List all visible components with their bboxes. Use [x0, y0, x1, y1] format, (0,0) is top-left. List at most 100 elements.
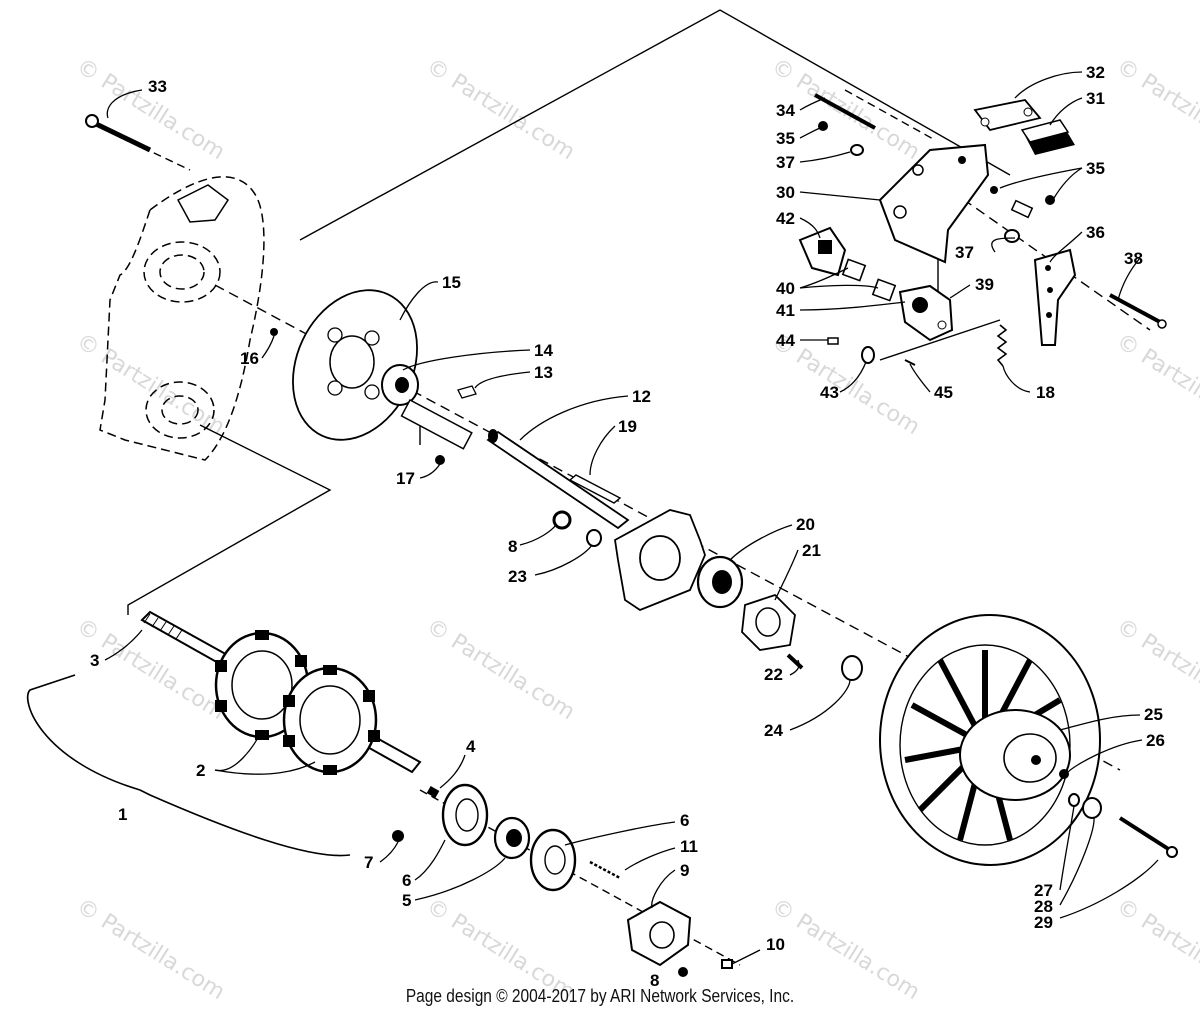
callout-23: 23: [508, 567, 527, 586]
callout-20: 20: [796, 515, 815, 534]
callout-6: 6: [680, 811, 689, 830]
bearing-5: [493, 816, 531, 860]
bearing-housing-9: [626, 900, 692, 967]
callout-35: 35: [776, 129, 795, 148]
callout-7: 7: [364, 853, 373, 872]
nut-35: [818, 121, 828, 131]
pin-44: [827, 337, 839, 345]
bearing-20: [696, 555, 744, 609]
callout-3: 3: [90, 651, 99, 670]
spacer: [1010, 199, 1034, 219]
callout-labels: 33 32 31 34 35 37 30 35 42 36 37 38 40 3…: [90, 63, 1165, 990]
callout-43: 43: [820, 383, 839, 402]
bolt-22: [786, 653, 804, 670]
callout-21: 21: [802, 541, 821, 560]
callout-45: 45: [934, 383, 953, 402]
spacer-37-lower: [1004, 229, 1020, 243]
watermark: © Partzilla.com: [422, 54, 579, 165]
callout-27: 27: [1034, 881, 1053, 900]
nut-35-mid: [990, 186, 998, 194]
bolt-11: [589, 860, 621, 880]
callout-10: 10: [766, 935, 785, 954]
callout-11: 11: [680, 837, 698, 856]
callout-22: 22: [764, 665, 783, 684]
callout-33: 33: [148, 77, 167, 96]
callout-32: 32: [1086, 63, 1105, 82]
callout-36: 36: [1086, 223, 1105, 242]
group-bracket-1: [26, 674, 351, 857]
brake-disc-25: [879, 614, 1101, 866]
bolt-34: [814, 93, 876, 130]
callout-14: 14: [534, 341, 553, 360]
spring-18: [996, 324, 1008, 367]
screw-4: [426, 786, 440, 798]
callout-28: 28: [1034, 897, 1053, 916]
chaincase-housing: [99, 176, 265, 461]
callout-2: 2: [196, 761, 205, 780]
spacer-24: [841, 655, 863, 681]
nut-26: [1059, 769, 1069, 779]
callout-15: 15: [442, 273, 461, 292]
washer-28: [1082, 797, 1102, 819]
callout-9: 9: [680, 861, 689, 880]
callout-17: 17: [396, 469, 415, 488]
callout-8: 8: [650, 971, 659, 990]
callout-13: 13: [534, 363, 553, 382]
drive-sprocket: [282, 665, 380, 775]
callout-19: 19: [618, 417, 637, 436]
nut-8-lower: [678, 967, 688, 977]
callout-38: 38: [1124, 249, 1143, 268]
bolt-33: [85, 114, 152, 153]
bearing-plate: [614, 509, 706, 612]
nut-17: [435, 455, 445, 465]
watermark: © Partzilla.com: [422, 614, 579, 725]
chaincase-lug: [176, 184, 230, 223]
callout-40: 40: [776, 279, 795, 298]
key-13: [457, 385, 477, 399]
nut-35-right: [1045, 195, 1055, 205]
callout-31: 31: [1086, 89, 1105, 108]
washer-27: [1068, 793, 1080, 807]
callout-12: 12: [632, 387, 651, 406]
callout-25: 25: [1144, 705, 1163, 724]
seal-6: [441, 783, 489, 847]
brake-pad-32: [973, 99, 1042, 132]
nut-7: [392, 830, 404, 842]
nut-8: [552, 510, 572, 530]
shaft-12: [486, 429, 630, 530]
callout-37: 37: [776, 153, 795, 172]
brake-pads-40: [841, 258, 897, 302]
callout-29: 29: [1034, 913, 1053, 932]
fitting-10: [721, 959, 733, 969]
callout-8: 8: [508, 537, 517, 556]
pin-45: [904, 359, 916, 366]
bolt-29: [1118, 816, 1178, 858]
callout-1: 1: [118, 805, 127, 824]
watermark: © Partzilla.com: [1112, 54, 1200, 165]
callout-37: 37: [955, 243, 974, 262]
caliper-42: [798, 226, 847, 277]
caliper-39: [898, 284, 954, 342]
callout-16: 16: [240, 349, 259, 368]
callout-41: 41: [776, 301, 795, 320]
leader-lines: [104, 71, 1159, 965]
callout-24: 24: [764, 721, 783, 740]
callout-35: 35: [1086, 159, 1105, 178]
callout-18: 18: [1036, 383, 1055, 402]
watermark: © Partzilla.com: [1112, 329, 1200, 440]
screw-16: [270, 328, 278, 336]
callout-4: 4: [466, 737, 476, 756]
callout-42: 42: [776, 209, 795, 228]
callout-39: 39: [975, 275, 994, 294]
callout-26: 26: [1146, 731, 1165, 750]
watermark: © Partzilla.com: [72, 329, 229, 440]
bracket-36: [1033, 248, 1077, 346]
page-footer: Page design © 2004-2017 by ARI Network S…: [405, 986, 795, 1006]
key-19: [568, 474, 622, 504]
callout-6: 6: [402, 871, 411, 890]
callout-44: 44: [776, 331, 795, 350]
washer-23: [586, 529, 602, 547]
flange-6: [529, 828, 577, 892]
caliper-bracket-30: [878, 143, 990, 264]
